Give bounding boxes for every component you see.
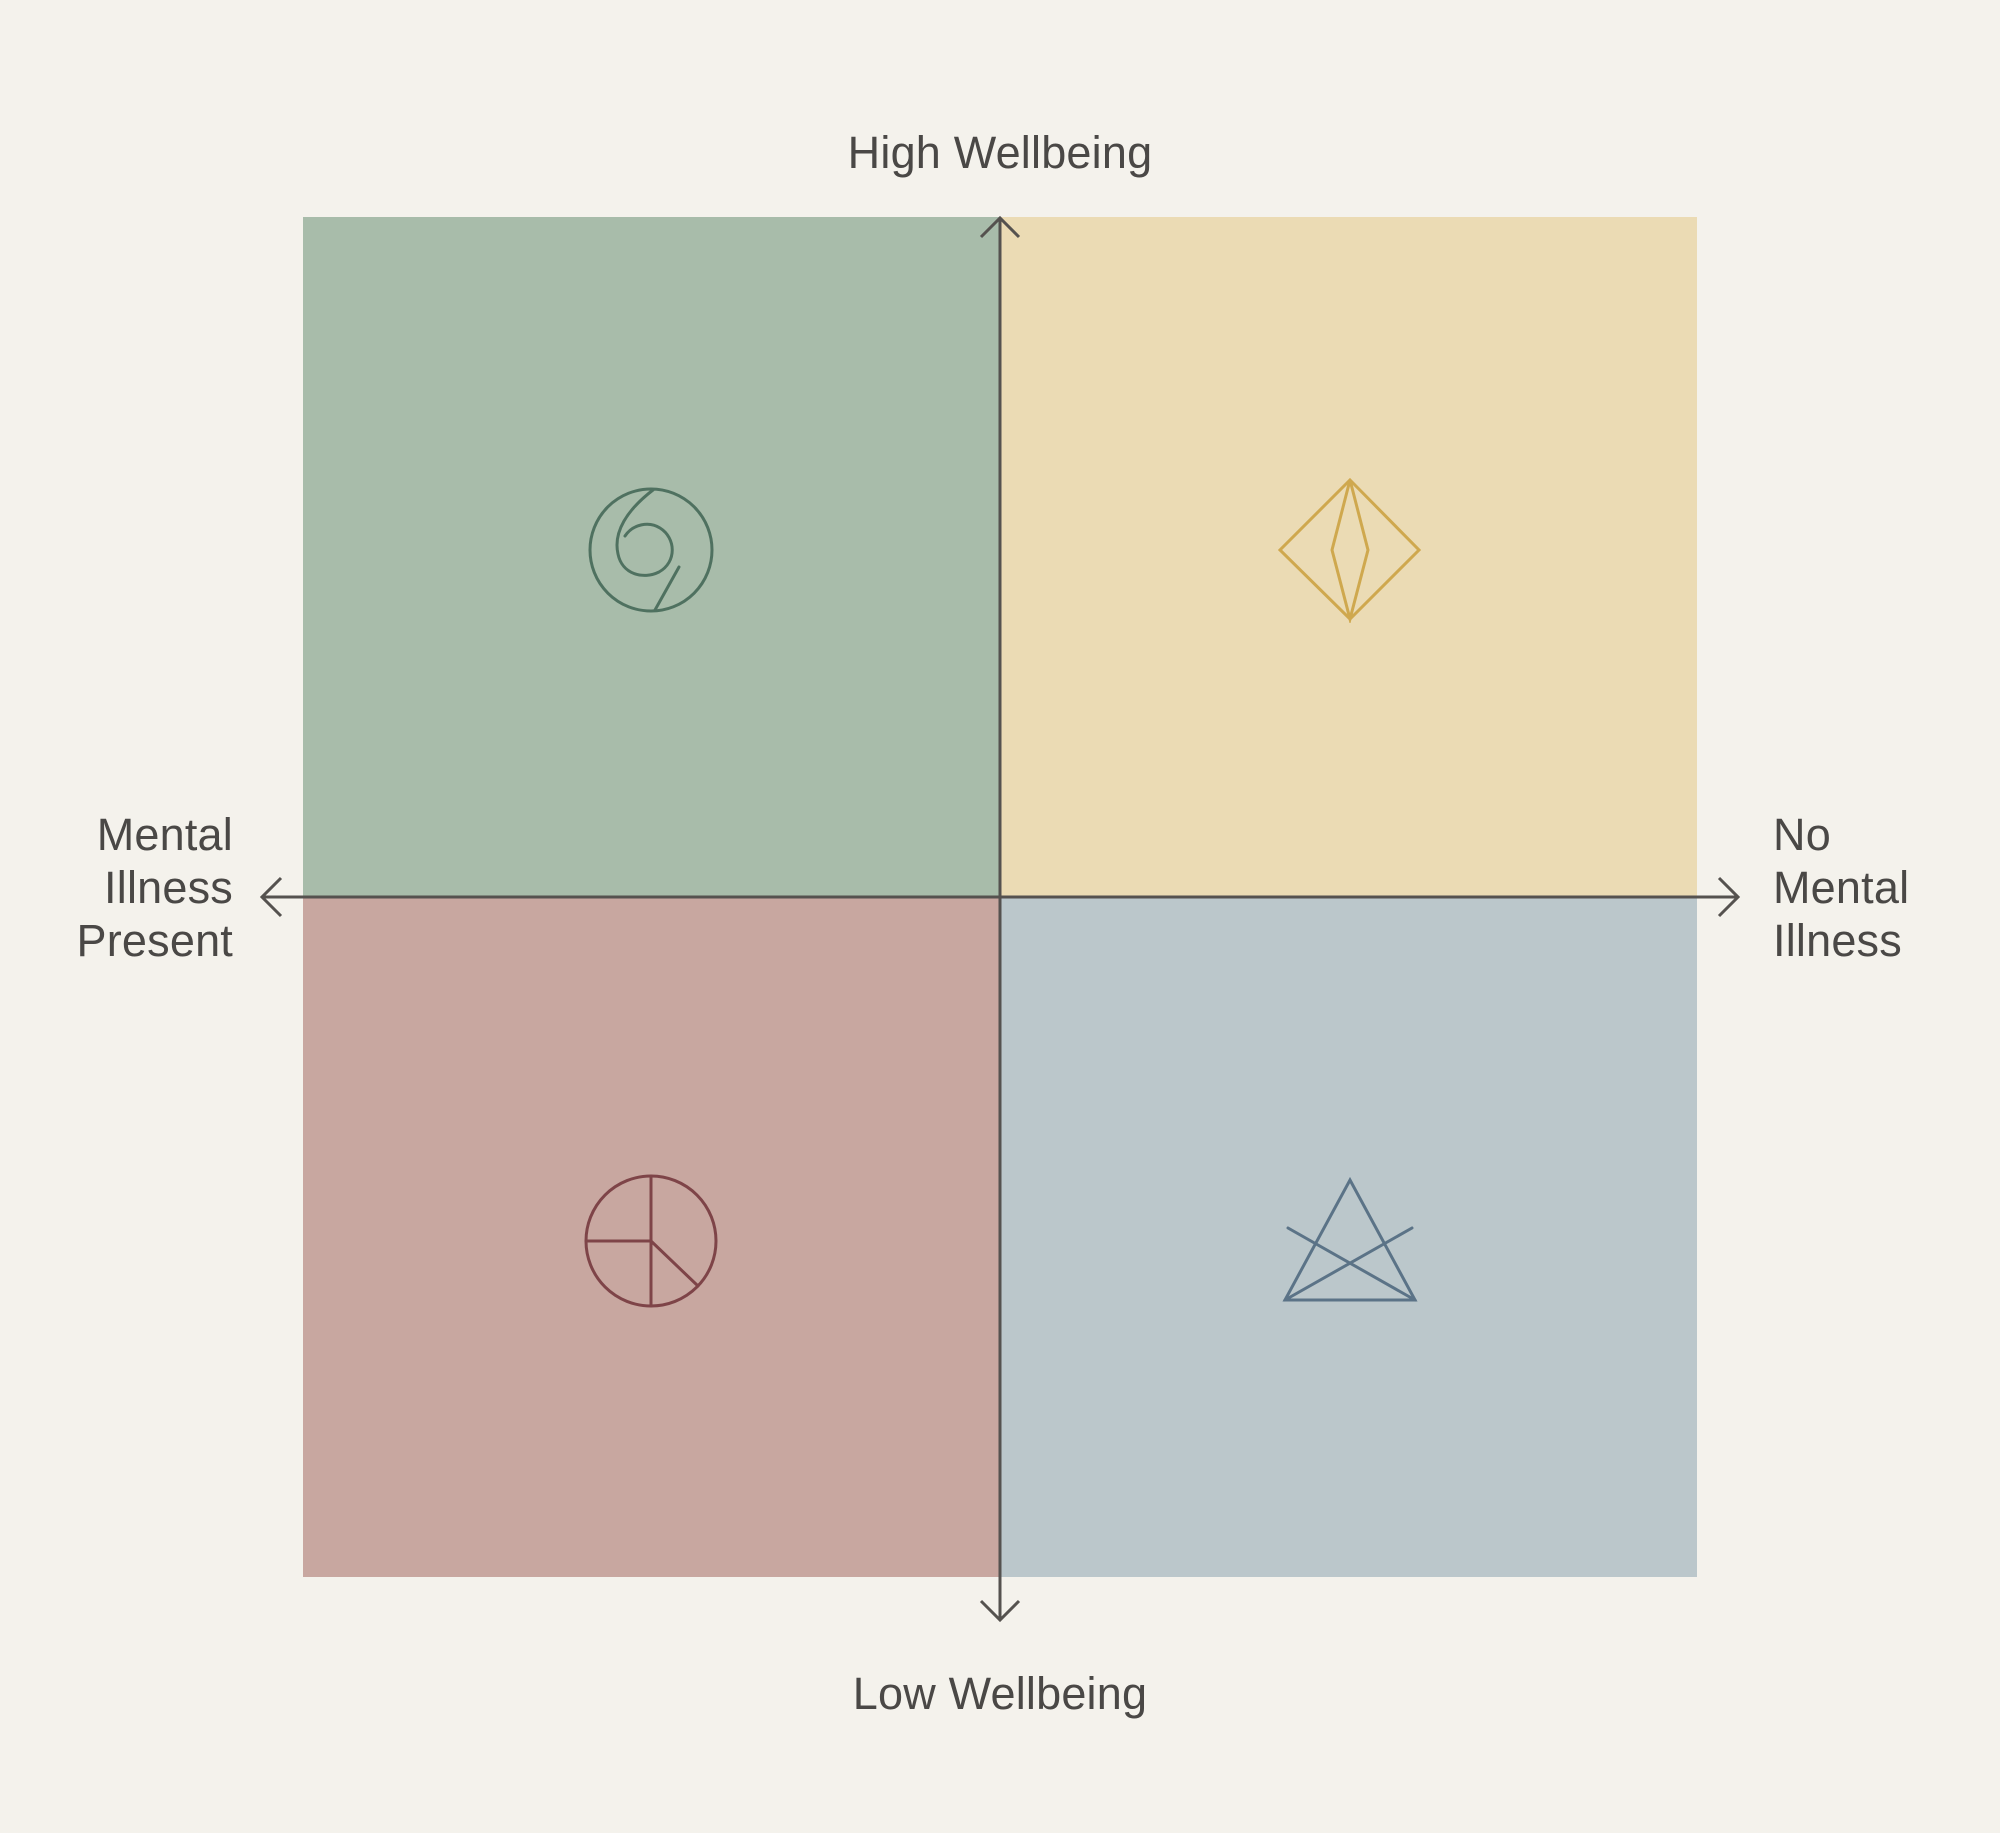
down-arrow-head — [979, 1599, 1021, 1623]
quadrant-top-right — [1000, 217, 1697, 897]
right-label-line-1: No — [1773, 809, 1831, 860]
quadrant-top-left — [303, 217, 1000, 897]
left-arrow-head — [259, 876, 283, 918]
quadrant-bottom-right — [1000, 897, 1697, 1577]
left-label-line-3: Present — [76, 915, 233, 966]
mental-illness-present-label: Mental Illness Present — [20, 808, 233, 967]
right-label-line-2: Mental — [1773, 862, 1910, 913]
high-wellbeing-label: High Wellbeing — [847, 127, 1153, 178]
right-arrow-head — [1717, 876, 1741, 918]
no-mental-illness-label: No Mental Illness — [1773, 808, 1993, 967]
triangle-icon — [1282, 1176, 1418, 1302]
low-wellbeing-label: Low Wellbeing — [852, 1668, 1148, 1719]
spiral-circle-icon — [588, 487, 714, 613]
right-label-line-3: Illness — [1773, 915, 1902, 966]
left-label-line-2: Illness — [104, 862, 233, 913]
left-label-line-1: Mental — [96, 809, 233, 860]
divided-circle-icon — [584, 1174, 718, 1308]
diamond-icon — [1277, 477, 1422, 623]
